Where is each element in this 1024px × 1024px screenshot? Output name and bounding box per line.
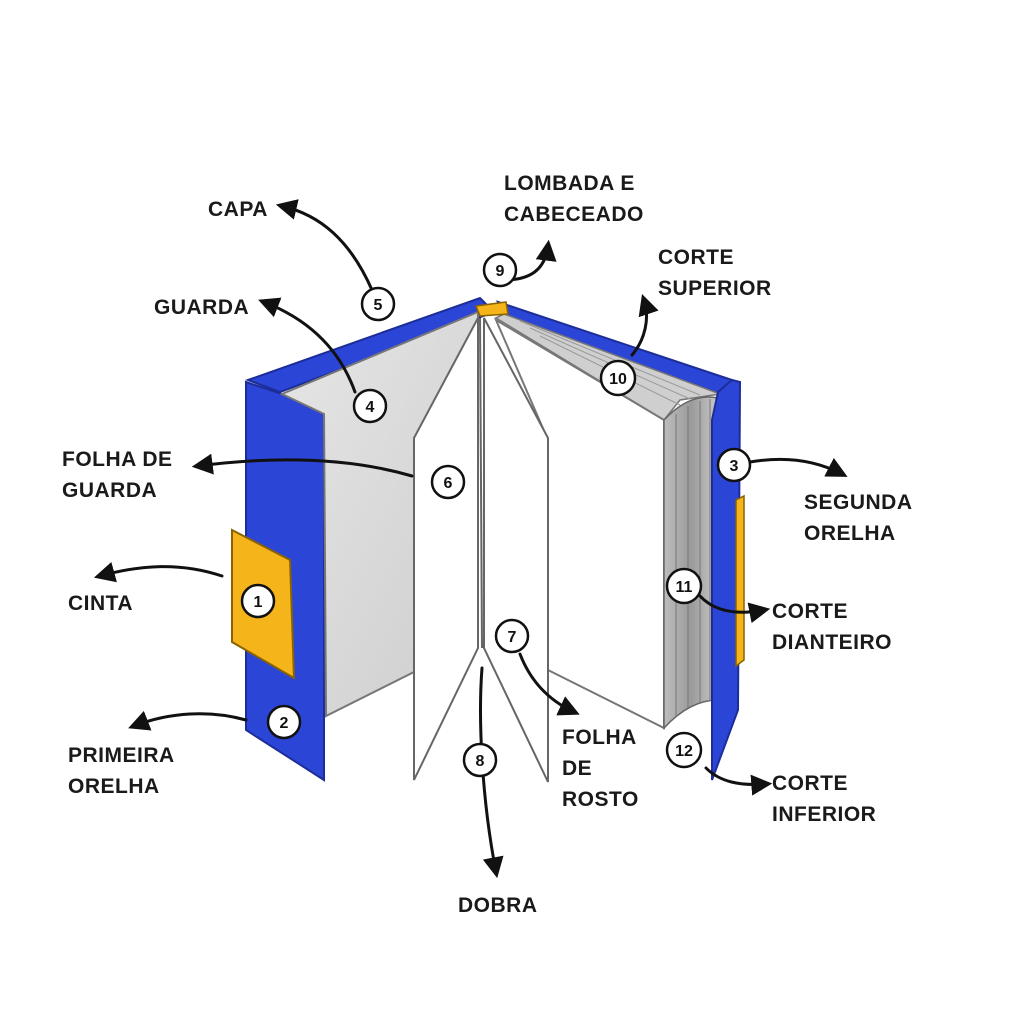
headband: [474, 301, 509, 317]
marker-12: 12: [665, 731, 703, 769]
front-page-left: [413, 317, 479, 781]
label-cinta: CINTA: [68, 592, 134, 615]
label-guarda: GUARDA: [154, 296, 250, 319]
svg-text:2: 2: [280, 715, 289, 732]
svg-text:8: 8: [476, 753, 485, 770]
fore-edge-lines: [675, 399, 711, 716]
svg-text:9: 9: [496, 263, 505, 280]
front-page-right: [483, 317, 549, 783]
marker-7: 7: [494, 618, 530, 654]
fold-line: [479, 317, 483, 649]
svg-text:1: 1: [254, 594, 263, 611]
marker-3: 3: [716, 447, 752, 483]
marker-2: 2: [266, 704, 302, 740]
svg-text:10: 10: [609, 371, 627, 388]
svg-text:3: 3: [730, 458, 739, 475]
svg-text:6: 6: [444, 475, 453, 492]
svg-text:4: 4: [366, 399, 375, 416]
number-markers: 1 2 3 4 5 6 7 8 9 10 11 12: [240, 252, 752, 778]
marker-1: 1: [240, 583, 276, 619]
marker-5: 5: [360, 286, 396, 322]
marker-6: 6: [430, 464, 466, 500]
svg-text:7: 7: [508, 629, 517, 646]
svg-text:12: 12: [675, 743, 693, 760]
marker-9: 9: [482, 252, 518, 288]
label-dobra: DOBRA: [458, 894, 538, 917]
svg-text:5: 5: [374, 297, 383, 314]
band-right: [735, 494, 745, 668]
marker-10: 10: [599, 359, 637, 397]
marker-8: 8: [462, 742, 498, 778]
marker-4: 4: [352, 388, 388, 424]
label-capa: CAPA: [208, 198, 268, 221]
svg-text:11: 11: [676, 579, 693, 596]
marker-11: 11: [665, 567, 703, 605]
